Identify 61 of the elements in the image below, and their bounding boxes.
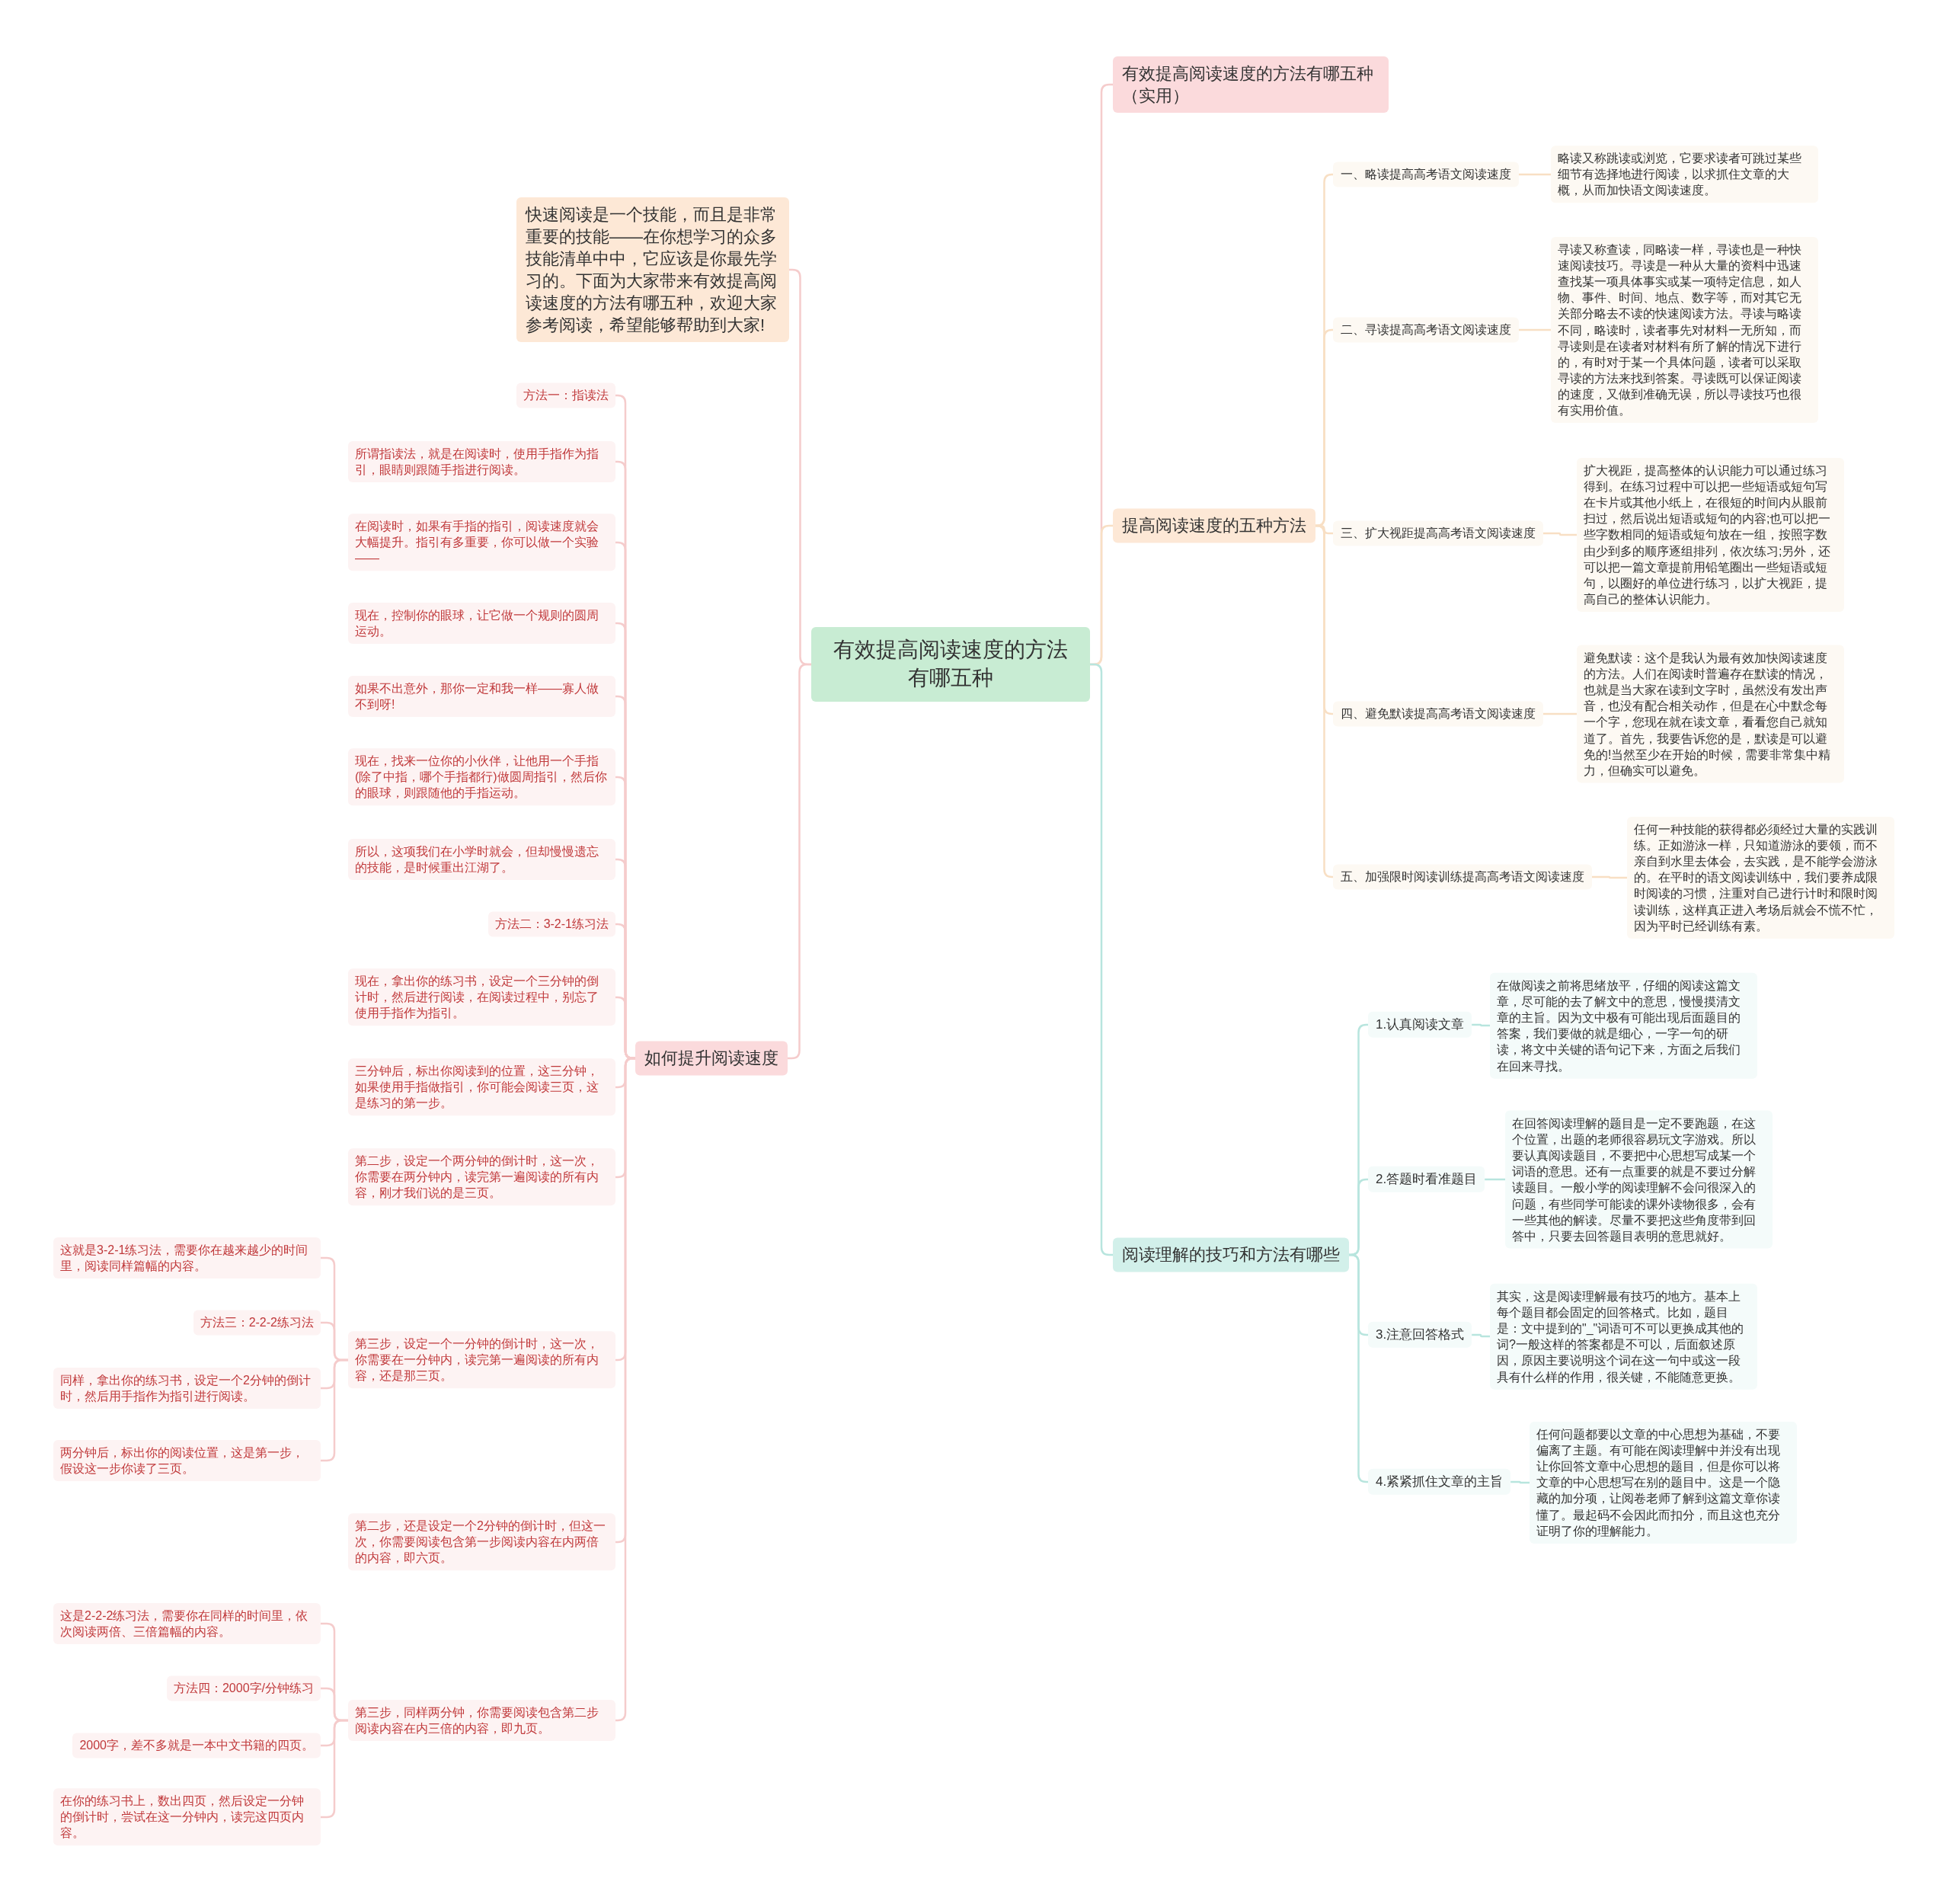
note-card: 同样，拿出你的练习书，设定一个2分钟的倒计时，然后用手指作为指引进行阅读。 — [53, 1367, 321, 1410]
branch-line — [1510, 1480, 1530, 1484]
note-card: 三分钟后，标出你阅读到的位置，这三分钟，如果使用手指做指引，你可能会阅读三页，这是练习的第一步。 — [348, 1058, 615, 1116]
note-card: 在阅读时，如果有手指的指引，阅读速度就会大幅提升。指引有多重要，你可以做一个实验—— — [348, 514, 615, 571]
note-card: 任何问题都要以文章的中心思想为基础，不要偏离了主题。有可能在阅读理解中并没有出现让你回答文章中心思想的题目，但是你可以将文章的中心思想写在别的题目中。这是一个隐藏的加分项，让阅卷老师了解到这篇文章你读懂了。最起码不会因此而扣分，而且这也充分证明了你的理解能力。 — [1530, 1422, 1797, 1544]
branch-line — [321, 1719, 348, 1819]
note-card: 在做阅读之前将思绪放平，仔细的阅读这篇文章，尽可能的去了解文中的意思，慢慢摸清文章的主旨。因为文中极有可能出现后面题目的答案，我们要做的就是细心，一字一句的研读，将文中关键的语句记下来，方面之后我们在回来寻找。 — [1490, 972, 1757, 1079]
branch-line — [1349, 1253, 1368, 1483]
subtopic-label: 三、扩大视距提高高考语文阅读速度 — [1333, 520, 1543, 546]
branch-line — [1485, 1178, 1505, 1181]
note-card: 方法四：2000字/分钟练习 — [166, 1675, 321, 1701]
subtopic-label: 3.注意回答格式 — [1368, 1321, 1472, 1349]
branch-line — [1592, 875, 1627, 879]
note-card: 现在，拿出你的练习书，设定一个三分钟的倒计时，然后进行阅读，在阅读过程中，别忘了使用手指作为指引。 — [348, 968, 615, 1026]
note-card: 其实，这是阅读理解最有技巧的地方。基本上每个题目都会固定的回答格式。比如，题目是：文中提到的"_"词语可不可以更换成其他的词?一般这样的答案都是不可以，后面叙述原因，原因主要说明这个词在这一句中或这一段具有什么样的作用，很关键，不能随意更换。 — [1490, 1283, 1757, 1390]
subtopic-label: 1.认真阅读文章 — [1368, 1011, 1472, 1038]
note-card: 任何一种技能的获得都必须经过大量的实践训练。正如游泳一样，只知道游泳的要领，而不亲自到水里去体会，去实践，是不能学会游泳的。在平时的语文阅读训练中，我们要养成限时阅读的习惯，注重对自己进行计时和限时阅读训练，这样真正进入考场后就会不慌不忙，因为平时已经训练有素。 — [1627, 817, 1894, 939]
note-card: 现在，控制你的眼球，让它做一个规则的圆周运动。 — [348, 602, 615, 645]
note-card: 方法二：3-2-1练习法 — [488, 911, 615, 937]
topic-box: 快速阅读是一个技能，而且是非常重要的技能——在你想学习的众多技能清单中中，它应该是你最先学习的。下面为大家带来有效提高阅读速度的方法有哪五种，欢迎大家参考阅读，希望能够帮助到大家! — [516, 197, 789, 343]
subtopic-label: 2.答题时看准题目 — [1368, 1166, 1485, 1193]
branch-line — [1543, 712, 1577, 715]
branch-line — [1519, 328, 1551, 331]
note-card: 第二步，还是设定一个2分钟的倒计时，但这一次，你需要阅读包含第一步阅读内容在内两倍的内容，即六页。 — [348, 1513, 615, 1571]
note-card: 寻读又称查读，同略读一样，寻读也是一种快速阅读技巧。寻读是一种从大量的资料中迅速查找某一项具体事实或某一项特定信息，如人物、事件、时间、地点、数字等，而对其它无关部分略去不读的快速阅读方法。寻读与略读不同，略读时，读者事先对材料一无所知，而寻读则是在读者对材料有所了解的情况下进行的，有时对于某一个具体问题，读者可以采取寻读的方法来找到答案。寻读既可以保证阅读的速度，又做到准确无误，所以寻读技巧也很有实用价值。 — [1551, 236, 1818, 424]
note-card: 第二步，设定一个两分钟的倒计时，这一次，你需要在两分钟内，读完第一遍阅读的所有内容，刚才我们说的是三页。 — [348, 1148, 615, 1206]
note-card: 第三步，设定一个一分钟的倒计时，这一次，你需要在一分钟内，读完第一遍阅读的所有内容，还是那三页。 — [348, 1331, 615, 1389]
branch-line — [321, 1358, 348, 1462]
topic-box: 阅读理解的技巧和方法有哪些 — [1113, 1237, 1349, 1272]
subtopic-label: 四、避免默读提高高考语文阅读速度 — [1333, 701, 1543, 727]
note-card: 现在，找来一位你的小伙伴，让他用一个手指(除了中指，哪个手指都行)做圆周指引，然后你的眼球，则跟随他的手指运动。 — [348, 748, 615, 806]
branch-line — [1315, 524, 1334, 878]
note-card: 这是2-2-2练习法，需要你在同样的时间里，依次阅读两倍、三倍篇幅的内容。 — [53, 1602, 321, 1645]
subtopic-label: 五、加强限时阅读训练提高高考语文阅读速度 — [1333, 864, 1592, 890]
subtopic-label: 二、寻读提高高考语文阅读速度 — [1333, 317, 1519, 343]
note-card: 避免默读：这个是我认为最有效加快阅读速度的方法。人们在阅读时普遍存在默读的情况，也就是当大家在读到文字时，虽然没有发出声音，也没有配合相关动作，但是在心中默念每一个字，您现在就在读文章，看看您自己就知道了。首先，我要告诉您的是，默读是可以避免的!当然至少在开始的时候，需要非常集中精力，但确实可以避免。 — [1577, 645, 1844, 783]
branch-line — [1472, 1023, 1490, 1027]
branch-line — [1089, 663, 1114, 1256]
note-card: 方法三：2-2-2练习法 — [193, 1310, 321, 1336]
branch-line — [1543, 532, 1577, 536]
branch-line — [1519, 173, 1551, 176]
note-card: 这就是3-2-1练习法，需要你在越来越少的时间里，阅读同样篇幅的内容。 — [53, 1237, 321, 1279]
note-card: 2000字，差不多就是一本中文书籍的四页。 — [72, 1733, 321, 1758]
note-card: 第三步，同样两分钟，你需要阅读包含第二步阅读内容在内三倍的内容，即九页。 — [348, 1699, 615, 1742]
branch-line — [788, 663, 811, 1060]
note-card: 在你的练习书上，数出四页，然后设定一分钟的倒计时，尝试在这一分钟内，读完这四页内容。 — [53, 1788, 321, 1846]
branch-line — [1472, 1333, 1490, 1338]
topic-box: 如何提升阅读速度 — [635, 1041, 788, 1076]
note-card: 所以，这项我们在小学时就会，但却慢慢遗忘的技能，是时候重出江湖了。 — [348, 838, 615, 881]
note-card: 两分钟后，标出你的阅读位置，这是第一步，假设这一步你读了三页。 — [53, 1439, 321, 1482]
note-card: 在回答阅读理解的题目是一定不要跑题，在这个位置，出题的老师很容易玩文字游戏。所以要认真阅读题目，不要把中心思想写成某一个词语的意思。还有一点重要的就是不要过分解读题目。一般小学的阅读理解不会问很深入的问题，有些同学可能读的课外读物很多，会有一些其他的解读。尽量不要把这些角度带到回答中，只要去回答题目表明的意思就好。 — [1505, 1110, 1773, 1249]
central-topic-box: 有效提高阅读速度的方法有哪五种 — [811, 627, 1090, 702]
note-card: 如果不出意外，那你一定和我一样——寡人做不到呀! — [348, 675, 615, 718]
note-card: 方法一：指读法 — [516, 382, 615, 408]
note-card: 略读又称跳读或浏览，它要求读者可跳过某些细节有选择地进行阅读，以求抓住文章的大概，从而加快语文阅读速度。 — [1551, 146, 1818, 203]
note-card: 扩大视距，提高整体的认识能力可以通过练习得到。在练习过程中可以把一些短语或短句写在卡片或其他小纸上，在很短的时间内从眼前扫过，然后说出短语或短句的内容;也可以把一些字数相同的短语或短句放在一组，按照字数由少到多的顺序逐组排列，依次练习;另外，还可以把一篇文章提前用铅笔圈出一些短语或短句，以圈好的单位进行练习，以扩大视距，提高自己的整体认识能力。 — [1577, 458, 1844, 612]
topic-box: 有效提高阅读速度的方法有哪五种（实用） — [1113, 56, 1389, 114]
note-card: 所谓指读法，就是在阅读时，使用手指作为指引，眼睛则跟随手指进行阅读。 — [348, 440, 615, 483]
subtopic-label: 4.紧紧抓住文章的主旨 — [1368, 1468, 1511, 1496]
subtopic-label: 一、略读提高高考语文阅读速度 — [1333, 162, 1519, 187]
topic-box: 提高阅读速度的五种方法 — [1113, 508, 1315, 543]
